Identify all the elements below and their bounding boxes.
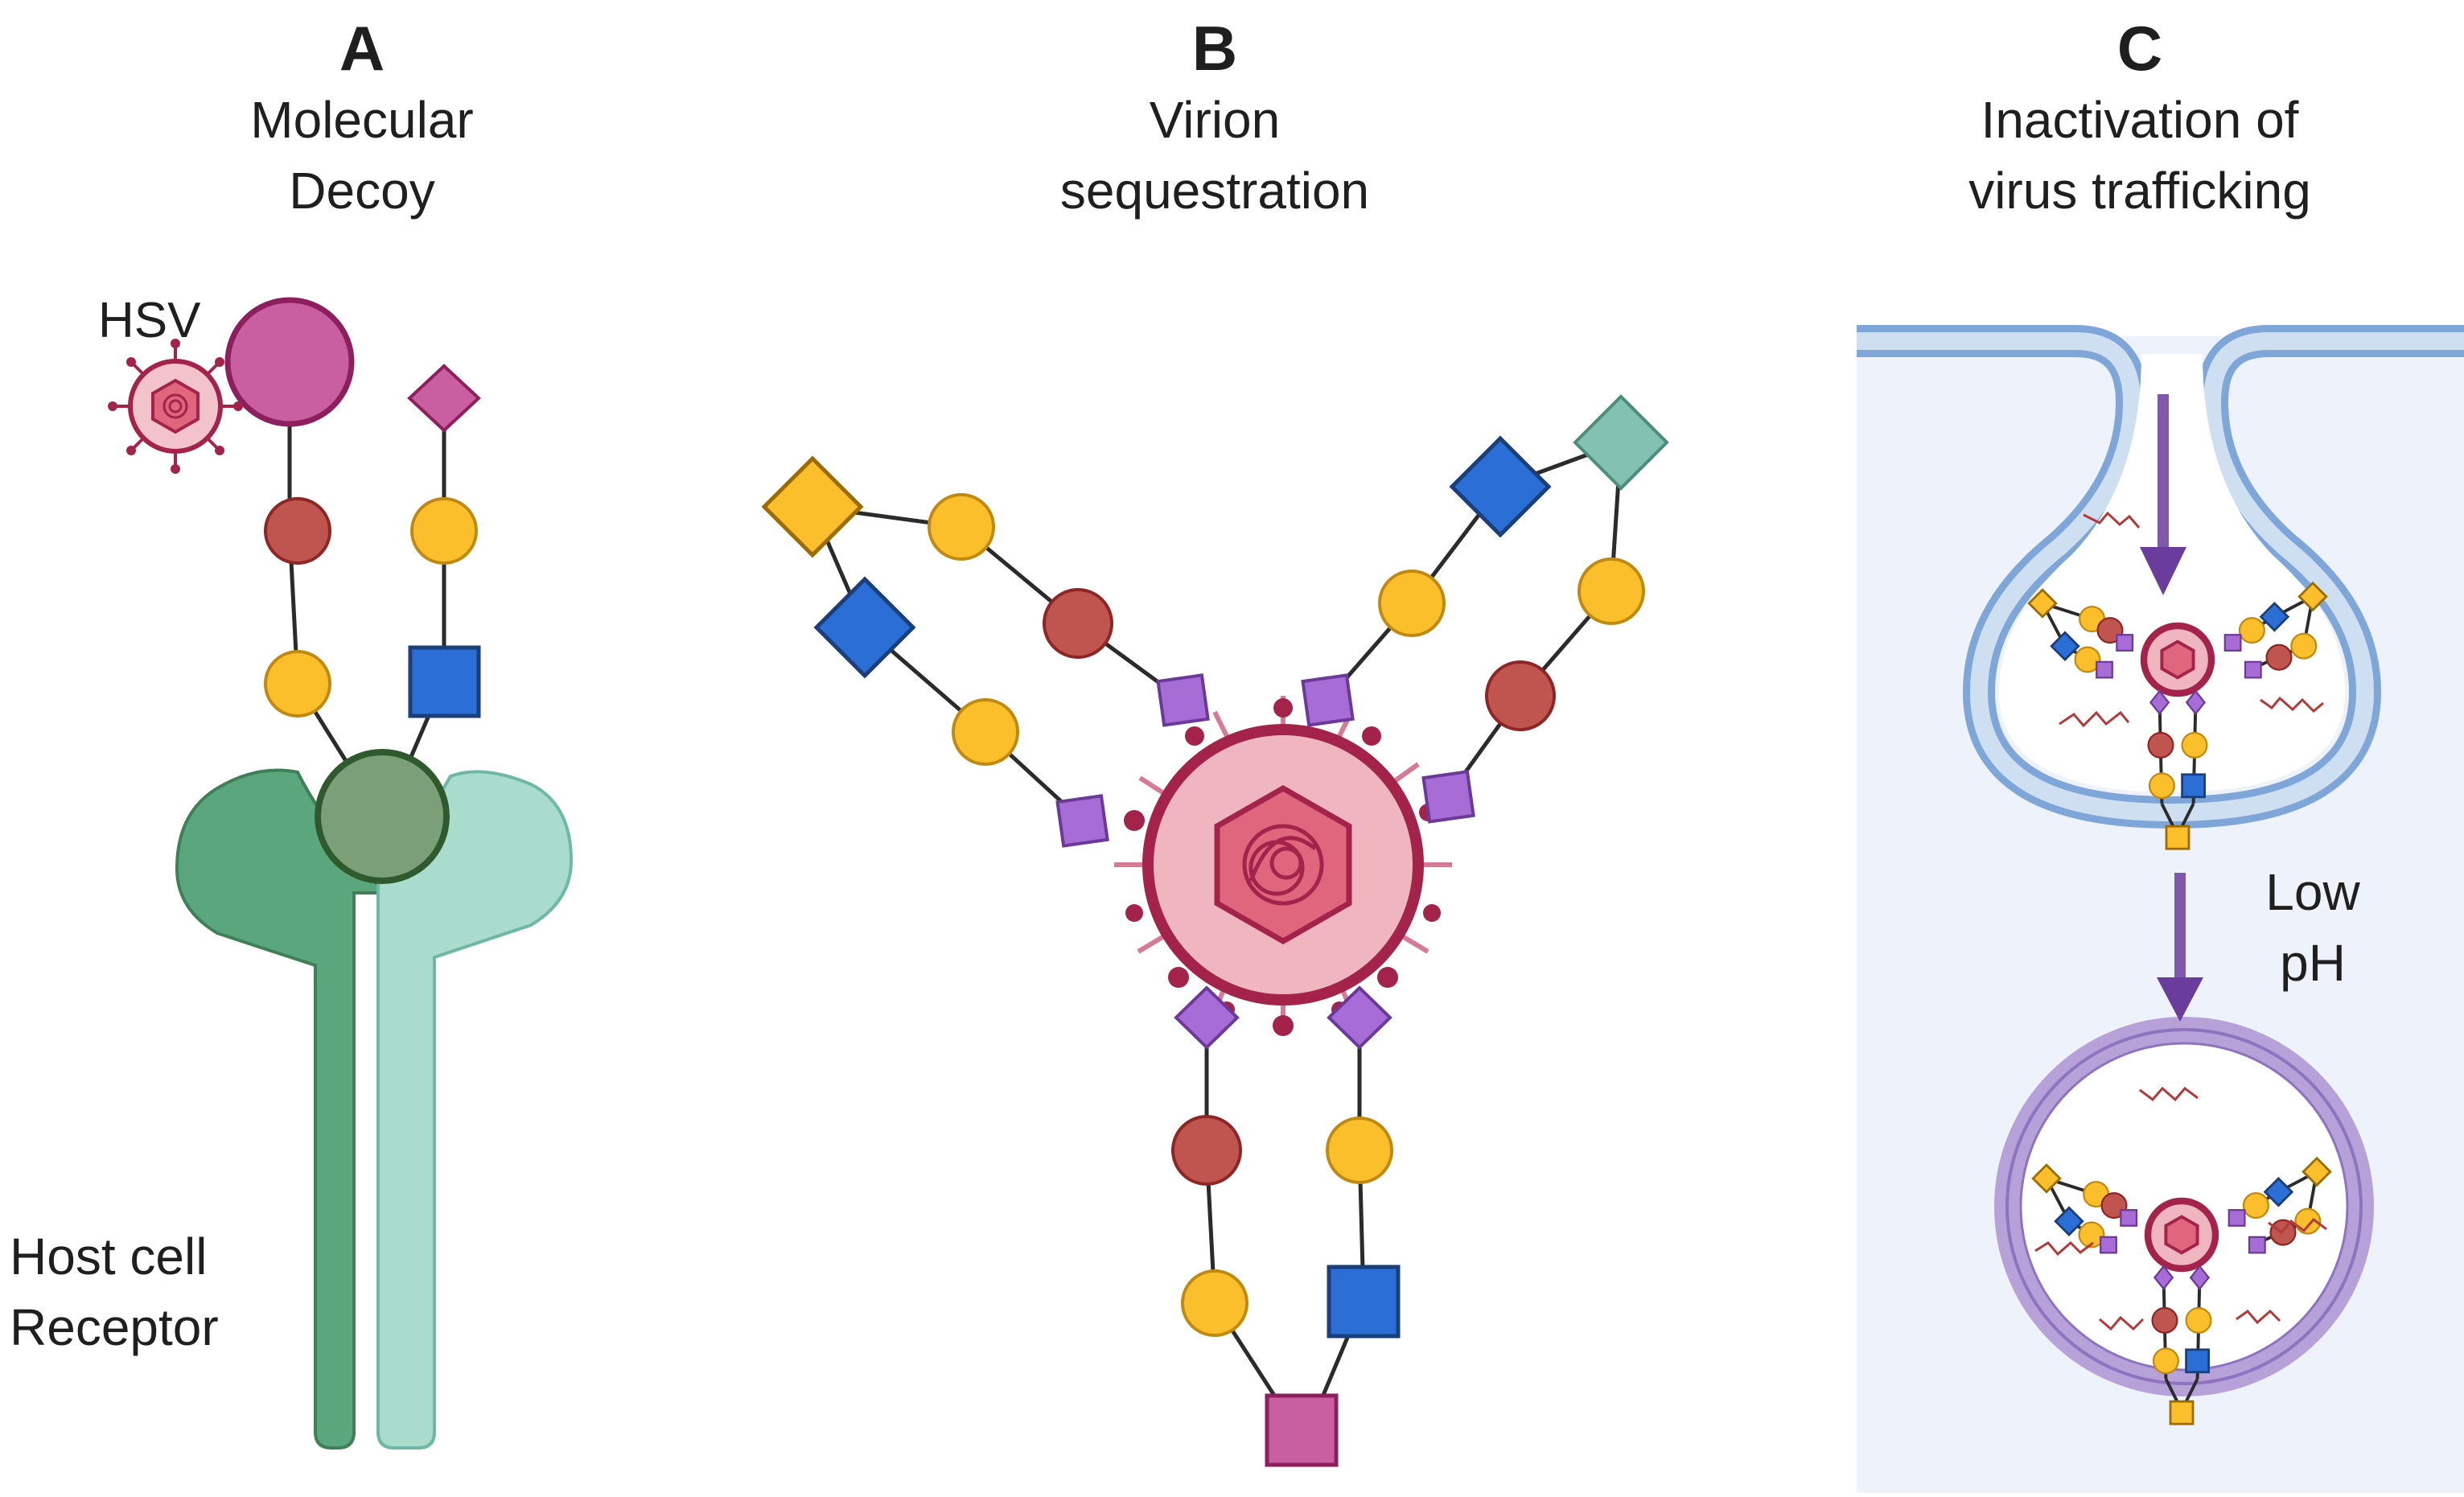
panel-b-title-line-1: Virion	[1149, 91, 1281, 149]
ph-label: Low pH	[2244, 857, 2381, 998]
receptor-label-line-1: Host cell	[10, 1228, 208, 1285]
ph-label-line-2: pH	[2280, 934, 2346, 992]
panel-b-header: B Virion sequestration	[1014, 12, 1416, 226]
arrow-to-lysosome	[2157, 873, 2203, 1022]
arrow-into-endosome	[2140, 394, 2186, 595]
hsv-virion-large	[1114, 696, 1452, 1036]
hsv-virion-small	[108, 339, 243, 474]
panel-b-title-line-2: sequestration	[1059, 162, 1370, 220]
receptor-label-line-2: Receptor	[10, 1298, 219, 1356]
decoy-links	[287, 370, 446, 814]
panel-c-title-line-1: Inactivation of	[1981, 91, 2299, 149]
panel-c-letter: C	[2116, 13, 2163, 84]
ph-label-line-1: Low	[2265, 863, 2360, 921]
receptor-label: Host cell Receptor	[10, 1221, 267, 1363]
panel-a-title-line-2: Decoy	[289, 162, 435, 220]
panel-a-title-line-1: Molecular	[250, 91, 474, 149]
sequestration-glycans	[761, 394, 1669, 1467]
panel-a-header: A Molecular Decoy	[185, 12, 539, 226]
panel-b-letter: B	[1191, 13, 1238, 84]
fibrous-strands	[2034, 511, 2327, 1331]
panel-c-title-line-2: virus trafficking	[1968, 162, 2311, 220]
virus-label: HSV	[98, 293, 201, 348]
panel-a-letter: A	[339, 13, 385, 84]
decoy-glycans	[224, 297, 481, 884]
panel-c-header: C Inactivation of virus trafficking	[1890, 12, 2389, 226]
